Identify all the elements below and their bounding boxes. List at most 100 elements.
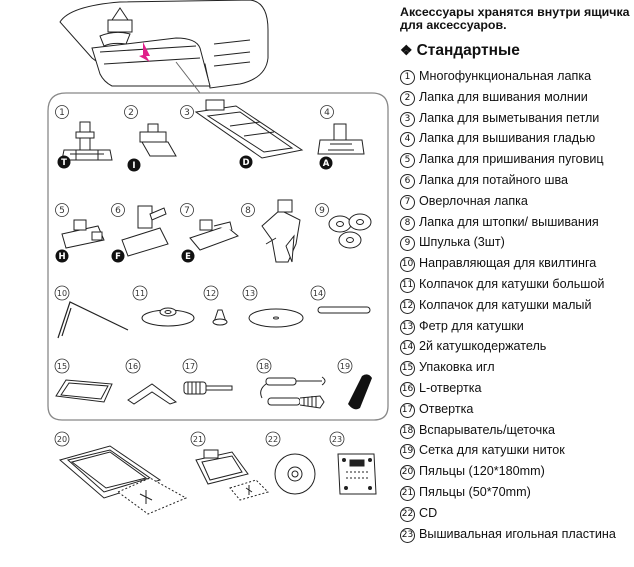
svg-text:19: 19 — [340, 362, 350, 371]
item-label: Лапка для вшивания молнии — [419, 89, 588, 104]
svg-text:20: 20 — [57, 435, 67, 444]
item-label: L-отвертка — [419, 380, 482, 395]
spool-felt — [248, 308, 304, 328]
svg-text:9: 9 — [319, 206, 325, 216]
item-label: Сетка для катушки ниток — [419, 443, 565, 458]
l-screwdriver — [127, 383, 178, 405]
list-item: 4 Лапка для вышивания гладью — [400, 128, 632, 149]
item-label: Фетр для катушки — [419, 318, 524, 333]
accessory-box-frame — [47, 92, 389, 421]
seam-ripper-brush — [260, 376, 326, 409]
svg-text:21: 21 — [193, 435, 203, 444]
callout-line — [175, 61, 201, 94]
item-label: Упаковка игл — [419, 360, 495, 375]
svg-text:13: 13 — [245, 289, 255, 298]
item-label: Колпачок для катушки большой — [419, 276, 605, 291]
item-number: 16 — [400, 381, 415, 397]
list-item: 6 Лапка для потайного шва — [400, 170, 632, 191]
item-number: 5 — [400, 153, 415, 169]
item-label: Оверлочная лапка — [419, 193, 528, 208]
item-number: 20 — [400, 465, 415, 481]
cd-disc — [274, 453, 316, 495]
item-label: Шпулька (3шт) — [419, 235, 505, 250]
foot-badges: T I D A H F E — [55, 155, 333, 263]
svg-text:4: 4 — [324, 108, 330, 118]
list-item: 23 Вышивальная игольная пластина — [400, 524, 632, 544]
section-title: ❖Стандартные — [400, 41, 632, 60]
presser-foot-4 — [317, 123, 365, 155]
section-title-text: Стандартные — [416, 42, 520, 59]
svg-text:23: 23 — [332, 435, 342, 444]
embroidery-hoop-large — [58, 445, 188, 515]
bobbins — [328, 213, 372, 249]
spool-net — [348, 374, 372, 410]
item-number: 1 — [400, 70, 415, 85]
item-number: 6 — [400, 173, 415, 189]
presser-foot-2 — [139, 123, 177, 157]
presser-foot-6 — [121, 205, 169, 257]
item-label: Лапка для потайного шва — [419, 172, 569, 187]
item-number: 21 — [400, 485, 415, 501]
spool-pin — [317, 306, 371, 314]
sewing-machine-drawing — [59, 0, 269, 89]
spool-cap-large — [141, 307, 195, 327]
item-number: 22 — [400, 506, 415, 522]
item-number: 13 — [400, 319, 415, 335]
svg-text:16: 16 — [128, 362, 138, 371]
svg-text:17: 17 — [185, 362, 195, 371]
svg-text:10: 10 — [57, 289, 67, 298]
item-label: Вышивальная игольная пластина — [419, 526, 616, 541]
presser-foot-5 — [61, 219, 105, 249]
svg-text:E: E — [185, 252, 191, 262]
presser-foot-3 — [194, 99, 304, 159]
item-label: Колпачок для катушки малый — [419, 297, 592, 312]
accessories-list-panel: Аксессуары хранятся внутри ящичка для ак… — [400, 6, 632, 544]
list-item: 16 L-отвертка — [400, 378, 632, 399]
svg-text:18: 18 — [259, 362, 269, 371]
item-label: 2й катушкодержатель — [419, 339, 547, 354]
item-label: Вспарыватель/щеточка — [419, 422, 555, 437]
item-number: 18 — [400, 423, 415, 439]
item-number: 3 — [400, 111, 415, 127]
svg-text:T: T — [61, 158, 67, 168]
embroidery-hoop-small — [195, 449, 269, 501]
item-number: 4 — [400, 132, 415, 148]
item-number: 10 — [400, 257, 415, 273]
item-label: Направляющая для квилтинга — [419, 256, 597, 271]
list-item: 10 Направляющая для квилтинга — [400, 253, 632, 274]
item-label: Лапка для вышивания гладью — [419, 131, 596, 146]
svg-text:3: 3 — [184, 108, 190, 118]
svg-text:14: 14 — [313, 289, 323, 298]
needle-pack — [55, 379, 113, 403]
svg-text:12: 12 — [206, 289, 216, 298]
embroidery-needle-plate — [337, 453, 377, 495]
screwdriver — [183, 381, 233, 395]
svg-text:8: 8 — [245, 206, 251, 216]
svg-text:6: 6 — [115, 206, 121, 216]
item-label: Лапка для пришивания пуговиц — [419, 152, 604, 167]
svg-text:5: 5 — [59, 206, 65, 216]
item-number: 23 — [400, 527, 415, 543]
figure-number-circles: 1 2 3 4 5 6 7 8 9 10 11 12 13 14 15 16 1… — [54, 105, 353, 447]
quilting-guide — [57, 301, 129, 339]
item-number: 11 — [400, 277, 415, 293]
pull-arrow-icon — [139, 42, 150, 62]
item-label: Пяльцы (120*180mm) — [419, 464, 545, 479]
list-item: 13 Фетр для катушки — [400, 316, 632, 337]
svg-text:11: 11 — [135, 289, 145, 298]
svg-text:F: F — [115, 252, 121, 262]
item-number: 14 — [400, 340, 415, 356]
svg-text:7: 7 — [184, 206, 190, 216]
svg-text:D: D — [242, 158, 249, 168]
header-note: Аксессуары хранятся внутри ящичка для ак… — [400, 5, 630, 32]
